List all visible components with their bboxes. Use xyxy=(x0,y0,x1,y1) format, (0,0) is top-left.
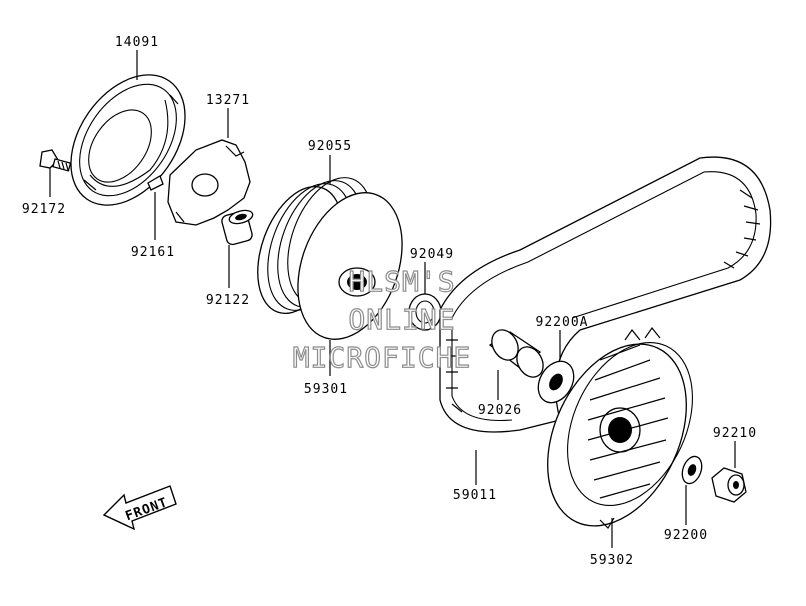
part-92210-nut[interactable] xyxy=(711,467,747,503)
label-92122[interactable]: 92122 xyxy=(206,293,250,308)
label-59301[interactable]: 59301 xyxy=(304,382,348,397)
part-labels: 14091 13271 92172 92161 92122 92055 9204… xyxy=(22,35,757,568)
part-92200A-washer[interactable] xyxy=(531,355,581,409)
label-92200A[interactable]: 92200A xyxy=(536,315,589,330)
label-14091[interactable]: 14091 xyxy=(115,35,159,50)
label-59302[interactable]: 59302 xyxy=(590,553,634,568)
label-92161[interactable]: 92161 xyxy=(131,245,175,260)
part-92161-clip[interactable] xyxy=(147,175,164,191)
part-92200-washer[interactable] xyxy=(679,454,705,486)
part-92026-collar[interactable] xyxy=(487,325,549,382)
watermark: HLSM'S ONLINE MICROFICHE xyxy=(292,264,472,374)
label-92200[interactable]: 92200 xyxy=(664,528,708,543)
label-92210[interactable]: 92210 xyxy=(713,426,757,441)
label-13271[interactable]: 13271 xyxy=(206,93,250,108)
part-92122-roller[interactable] xyxy=(221,208,255,246)
part-59301-drive-pulley[interactable] xyxy=(242,166,421,354)
part-13271-ramp-plate[interactable] xyxy=(167,139,251,226)
leader-lines xyxy=(49,50,736,548)
label-92055[interactable]: 92055 xyxy=(308,139,352,154)
part-14091-cover[interactable] xyxy=(47,53,208,226)
label-92049[interactable]: 92049 xyxy=(410,247,454,262)
watermark-line-3: MICROFICHE xyxy=(293,341,472,374)
part-59302-fan-pulley[interactable] xyxy=(520,322,717,548)
label-92172[interactable]: 92172 xyxy=(22,202,66,217)
watermark-line-2: ONLINE xyxy=(348,303,455,336)
part-92172-bolt[interactable] xyxy=(39,149,72,172)
label-59011[interactable]: 59011 xyxy=(453,488,497,503)
watermark-line-1: HLSM'S xyxy=(348,265,455,298)
front-arrow: FRONT xyxy=(102,485,177,531)
label-92026[interactable]: 92026 xyxy=(478,403,522,418)
